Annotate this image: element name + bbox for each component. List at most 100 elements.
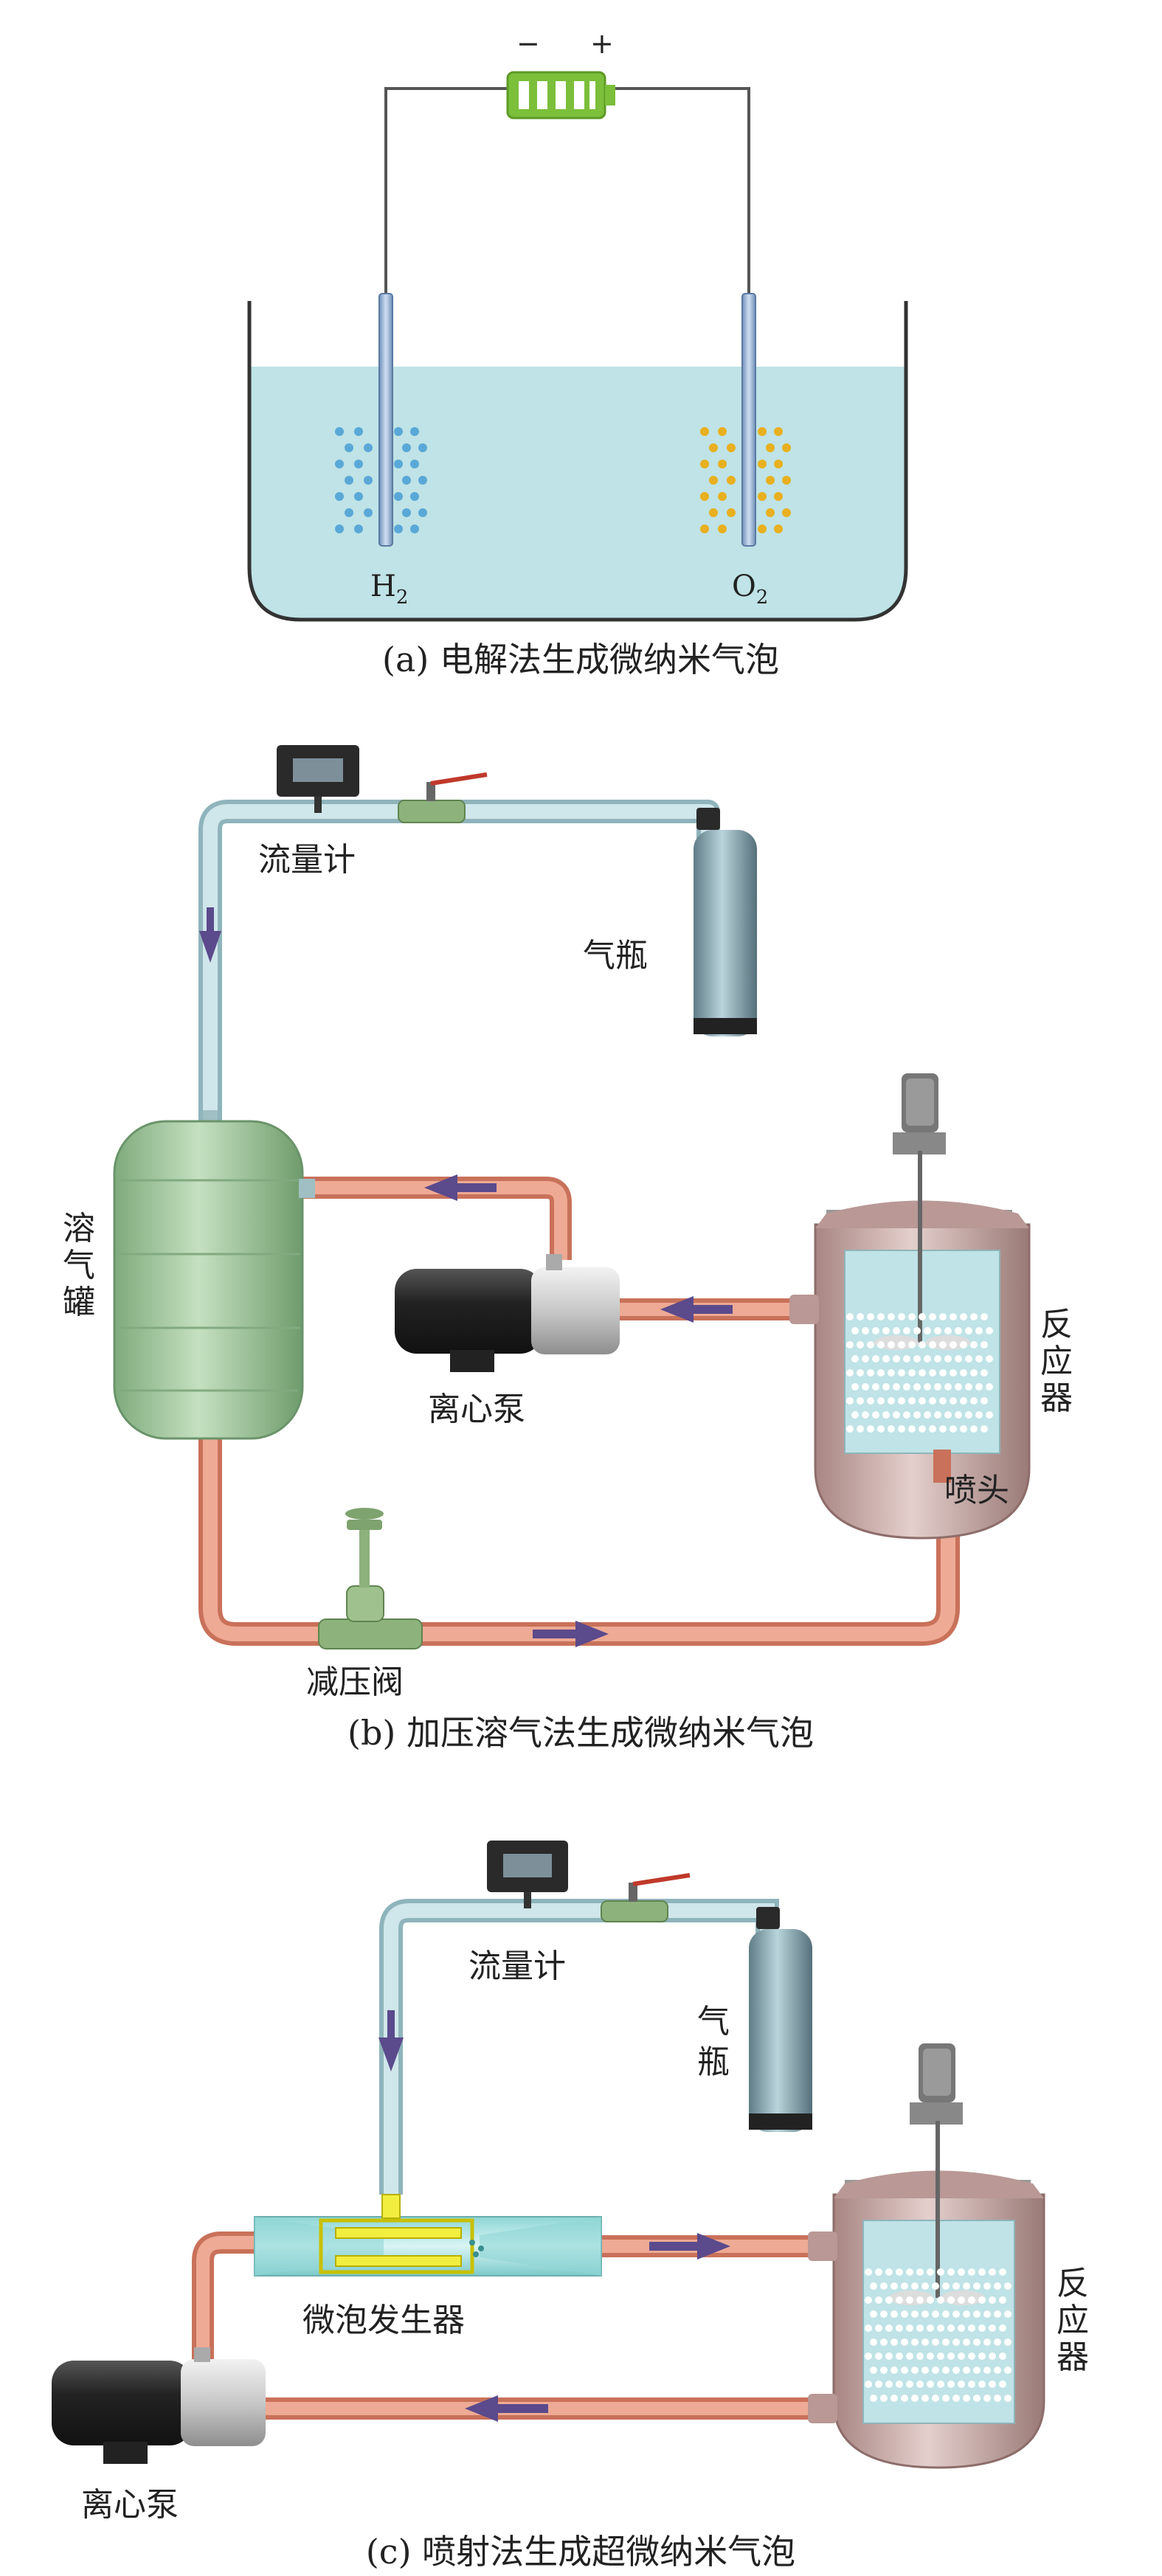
gas-bubble xyxy=(921,2282,929,2290)
gas-bubble xyxy=(968,2381,975,2388)
reactor-label-b-3: 器 xyxy=(1040,1379,1073,1417)
gas-bubble xyxy=(944,1327,952,1334)
gas-bubble xyxy=(885,2352,893,2360)
gas-bubble xyxy=(927,2296,934,2304)
flow-arrow-c-return xyxy=(465,2395,498,2422)
gas-bubble xyxy=(978,2352,986,2360)
panel-a-electrolysis: − + H2 O2 (a) 电解法生成微纳米气泡 xyxy=(247,27,908,679)
flowmeter-c-icon xyxy=(487,1841,568,1908)
gas-bubble xyxy=(952,2338,960,2346)
gas-bubble xyxy=(1004,2310,1011,2318)
gas-bubble xyxy=(364,443,373,452)
gas-bubble xyxy=(983,2282,991,2290)
gas-bubble xyxy=(970,1425,978,1433)
gas-bubble xyxy=(877,1341,885,1348)
gas-bubble xyxy=(981,1313,988,1320)
gas-bubble xyxy=(867,1397,874,1405)
bubble-generator-icon xyxy=(254,2194,602,2276)
gas-bubble xyxy=(885,2324,893,2332)
reactor-label-b-2: 应 xyxy=(1040,1343,1073,1380)
gas-bubble xyxy=(939,1341,947,1348)
gas-bubble xyxy=(934,1355,941,1363)
gas-bubble xyxy=(934,1411,941,1419)
anode-electrode xyxy=(741,293,756,547)
flowmeter-label-b: 流量计 xyxy=(258,841,356,879)
gas-bubble xyxy=(410,492,419,501)
gas-bubble xyxy=(727,443,736,452)
gas-bubble xyxy=(774,460,783,468)
gas-bubble xyxy=(947,2268,955,2276)
gas-bubble xyxy=(870,2338,877,2346)
cathode-electrode xyxy=(378,293,393,547)
gas-bubble xyxy=(973,2395,981,2402)
gas-bubble xyxy=(885,2268,893,2276)
gas-bottle-label-c-2: 瓶 xyxy=(697,2043,730,2081)
gas-bubble xyxy=(901,2395,908,2402)
gas-bubble xyxy=(960,1397,967,1405)
gas-bubble xyxy=(939,1425,947,1433)
gas-bubble xyxy=(888,1397,895,1405)
h2-label: H2 xyxy=(370,569,408,609)
flowmeter-label-c: 流量计 xyxy=(468,1947,566,1985)
gas-bubble xyxy=(875,2381,882,2388)
gas-bubble xyxy=(851,1327,859,1334)
gas-bubble xyxy=(906,2381,913,2388)
gas-bubble xyxy=(774,492,783,501)
gas-bubble xyxy=(345,476,353,485)
electrolysis-container xyxy=(247,301,908,622)
gas-bubble xyxy=(394,492,403,501)
gas-bubble xyxy=(958,2268,965,2276)
gas-bubble xyxy=(970,1341,978,1348)
gas-bubble xyxy=(893,1327,900,1334)
gas-bubble xyxy=(955,1327,962,1334)
gas-bubble xyxy=(924,1383,931,1391)
gas-bubble xyxy=(939,1313,947,1320)
flow-arrow-b-outlet xyxy=(575,1621,609,1647)
gas-bubble xyxy=(934,1327,941,1334)
gas-bubble xyxy=(906,2352,913,2360)
gas-bubble xyxy=(963,2366,970,2374)
gas-bubble xyxy=(718,427,727,436)
gas-bubble xyxy=(865,2381,872,2388)
gas-bottle-c-icon xyxy=(749,1907,812,2132)
gas-bubble xyxy=(727,508,736,517)
gas-bubble xyxy=(865,2352,872,2360)
gas-bubble xyxy=(994,2395,1001,2402)
gas-bubble xyxy=(354,427,363,436)
gas-bubble xyxy=(898,1313,905,1320)
gas-bubble xyxy=(955,1383,962,1391)
gas-bubble xyxy=(418,476,427,485)
gas-bubble xyxy=(898,1369,905,1377)
gas-bubble xyxy=(872,1383,879,1391)
gas-bubble xyxy=(973,2310,981,2318)
gas-bubble xyxy=(766,443,775,452)
gas-bubble xyxy=(919,1313,926,1320)
gas-bubble xyxy=(919,1397,926,1405)
gas-bubble xyxy=(782,443,791,452)
gas-bubble xyxy=(896,2296,903,2304)
gas-bubble xyxy=(919,1369,926,1377)
gas-bubble xyxy=(958,2381,965,2388)
gas-bubble xyxy=(960,1369,967,1377)
gas-bubble xyxy=(960,1313,967,1320)
gas-bubble xyxy=(978,2381,986,2388)
gas-bubble xyxy=(970,1313,978,1320)
gas-bubble xyxy=(882,1411,890,1419)
gas-bubble xyxy=(981,1397,988,1405)
gas-bubble xyxy=(877,1369,885,1377)
gas-bubble xyxy=(999,2296,1006,2304)
gas-bubble xyxy=(986,1383,993,1391)
gas-bubble xyxy=(950,1425,957,1433)
gas-bubble xyxy=(989,2268,996,2276)
reactor-c-bubbles xyxy=(865,2268,1011,2402)
gas-bubble xyxy=(924,1411,931,1419)
gas-bubble xyxy=(944,1355,952,1363)
gas-bubble xyxy=(709,508,718,517)
reactor-b-bubbles xyxy=(846,1313,993,1433)
gas-bubble xyxy=(929,1313,936,1320)
gas-bubble xyxy=(965,1383,972,1391)
gas-bubble xyxy=(354,524,363,533)
gas-bubble xyxy=(908,1425,916,1433)
gas-bubble xyxy=(758,460,767,468)
gas-bubble xyxy=(944,1411,952,1419)
